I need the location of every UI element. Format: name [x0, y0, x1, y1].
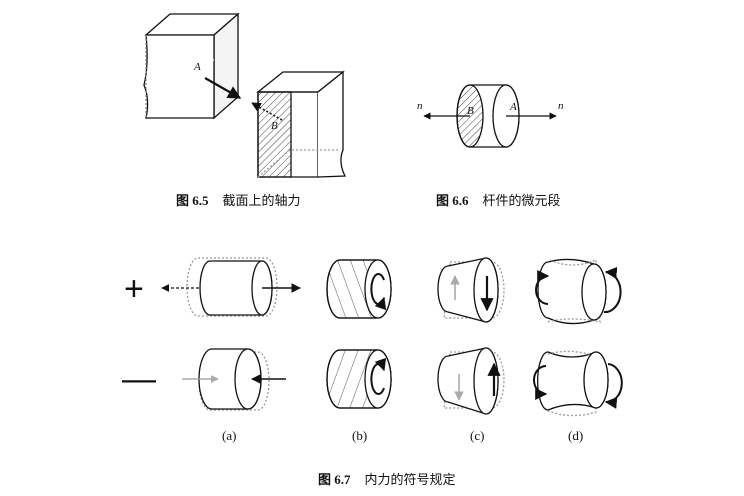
sublabel-b: (b) — [352, 428, 368, 443]
fig67-d-positive — [535, 258, 622, 325]
fig66-label-a: A — [509, 101, 517, 113]
fig66-caption: 图 6.6 杆件的微元段 — [436, 190, 561, 209]
fig67-title: 内力的符号规定 — [364, 473, 456, 488]
fig65-force-arrow-b — [251, 102, 283, 121]
fig65-title: 截面上的轴力 — [222, 194, 301, 209]
fig66-label-b: B — [467, 105, 474, 117]
fig67-caption: 图 6.7 内力的符号规定 — [318, 469, 456, 488]
fig67-c-positive — [437, 257, 505, 323]
sign-positive: + — [124, 270, 144, 308]
fig65-label-a: A — [193, 61, 201, 73]
fig67-b-positive — [326, 259, 392, 319]
fig67-d-negative — [533, 350, 623, 417]
sublabel-c: (c) — [470, 428, 485, 443]
fig67-number: 图 6.7 — [318, 472, 351, 487]
fig65-left-block — [143, 12, 240, 120]
fig67-c-negative — [437, 347, 505, 415]
fig65-force-arrow-a — [204, 77, 242, 99]
sign-negative: — — [122, 360, 156, 398]
fig66-label-n-right: n — [558, 100, 564, 112]
fig66-title: 杆件的微元段 — [482, 194, 561, 209]
fig67-a-negative — [182, 348, 286, 411]
fig66-number: 图 6.6 — [436, 193, 469, 208]
sublabel-a: (a) — [222, 428, 237, 443]
fig65-right-block — [256, 70, 347, 178]
fig66-diagram — [423, 84, 557, 148]
fig65-label-b: B — [271, 120, 278, 132]
fig65-number: 图 6.5 — [176, 193, 209, 208]
sublabel-d: (d) — [568, 428, 584, 443]
fig67-b-negative — [326, 349, 392, 409]
fig65-caption: 图 6.5 截面上的轴力 — [176, 190, 301, 209]
fig65-diagram — [143, 12, 347, 178]
fig67-a-positive — [161, 257, 301, 317]
fig66-label-n-left: n — [417, 100, 423, 112]
